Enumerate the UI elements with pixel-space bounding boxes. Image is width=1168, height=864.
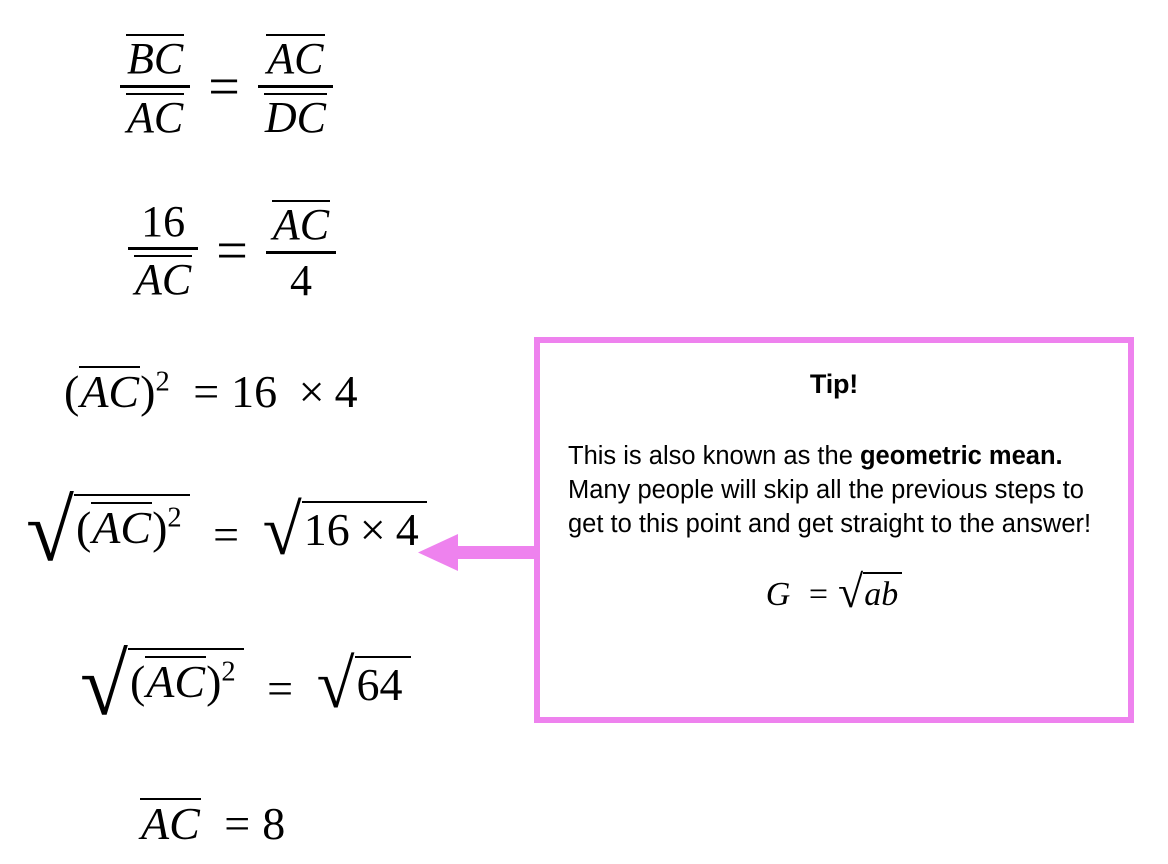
close-paren: ) xyxy=(140,366,156,417)
equals-sign: = xyxy=(808,575,829,613)
equation-root-product: √ (AC)2 = √ 16×4 xyxy=(26,487,427,574)
segment-ac: AC xyxy=(266,34,325,83)
radical-sign: √ xyxy=(838,565,864,617)
equals-sign: = xyxy=(224,798,251,849)
tip-body-text-1: This is also known as the xyxy=(568,442,860,470)
fraction-bar xyxy=(128,247,199,250)
radical-ab: √ab xyxy=(838,565,903,617)
callout-arrow xyxy=(418,534,542,571)
segment-ac: AC xyxy=(126,92,185,142)
equation-squared: (AC)2 =16 ×4 xyxy=(64,366,358,416)
equals-sign: = xyxy=(208,56,240,119)
number-8: 8 xyxy=(262,798,286,849)
radicand-ab: ab xyxy=(863,571,903,614)
segment-ac: AC xyxy=(145,656,207,707)
radical-sign: √ xyxy=(26,482,74,579)
exponent-2: 2 xyxy=(167,502,182,534)
open-paren: ( xyxy=(129,656,146,707)
close-paren: ) xyxy=(152,502,168,553)
fraction-bar xyxy=(265,250,337,254)
tip-body-emphasis: geometric mean. xyxy=(859,442,1063,470)
number-16: 16 xyxy=(303,504,350,555)
number-16: 16 xyxy=(231,366,278,417)
segment-ac: AC xyxy=(79,366,141,417)
equals-sign: = xyxy=(216,220,248,283)
equation-substituted: 16 AC = AC 4 xyxy=(128,197,337,305)
open-paren: ( xyxy=(75,502,92,553)
fraction-left: 16 AC xyxy=(128,197,199,304)
equals-sign: = xyxy=(193,366,220,417)
fraction-right: AC 4 xyxy=(265,200,337,305)
close-paren: ) xyxy=(206,656,222,707)
tip-body: This is also known as the geometric mean… xyxy=(568,440,1100,542)
equals-sign: = xyxy=(213,509,240,560)
exponent-2: 2 xyxy=(221,656,236,688)
fraction-bar xyxy=(257,84,333,88)
radical-sign: √ xyxy=(316,646,355,722)
equation-answer: AC =8 xyxy=(140,798,285,848)
number-16: 16 xyxy=(141,197,186,246)
radical-right: √ 16×4 xyxy=(263,495,427,566)
times-sign: × xyxy=(298,366,325,417)
number-4: 4 xyxy=(395,504,419,555)
segment-ac: AC xyxy=(91,502,153,553)
segment-ac: AC xyxy=(134,255,193,304)
segment-bc: BC xyxy=(126,34,185,83)
tip-body-text-2: Many people will skip all the previous s… xyxy=(568,475,1092,538)
fraction-right: AC DC xyxy=(257,34,333,142)
radical-sign: √ xyxy=(80,636,128,733)
exponent-2: 2 xyxy=(155,366,170,398)
number-4: 4 xyxy=(289,255,312,305)
equation-root-64: √ (AC)2 = √ 64 xyxy=(80,641,411,728)
radical-left: √ (AC)2 xyxy=(26,487,190,574)
open-paren: ( xyxy=(64,366,80,417)
times-sign: × xyxy=(359,504,386,555)
radical-right: √ 64 xyxy=(316,646,411,722)
segment-dc: DC xyxy=(263,92,327,142)
radical-left: √ (AC)2 xyxy=(80,641,244,728)
number-4: 4 xyxy=(334,366,358,417)
fraction-bar xyxy=(120,84,191,88)
fraction-left: BC AC xyxy=(120,34,191,142)
variable-g: G xyxy=(765,575,791,613)
tip-title: Tip! xyxy=(809,369,859,399)
number-64: 64 xyxy=(356,659,403,710)
tip-callout-box: Tip! This is also known as the geometric… xyxy=(534,337,1134,723)
segment-ac: AC xyxy=(140,798,201,849)
equation-proportion: BC AC = AC DC xyxy=(120,34,333,141)
tip-formula: G =√ab xyxy=(540,565,1128,617)
segment-ac: AC xyxy=(271,200,331,249)
equals-sign: = xyxy=(267,663,294,714)
radical-sign: √ xyxy=(262,491,302,570)
